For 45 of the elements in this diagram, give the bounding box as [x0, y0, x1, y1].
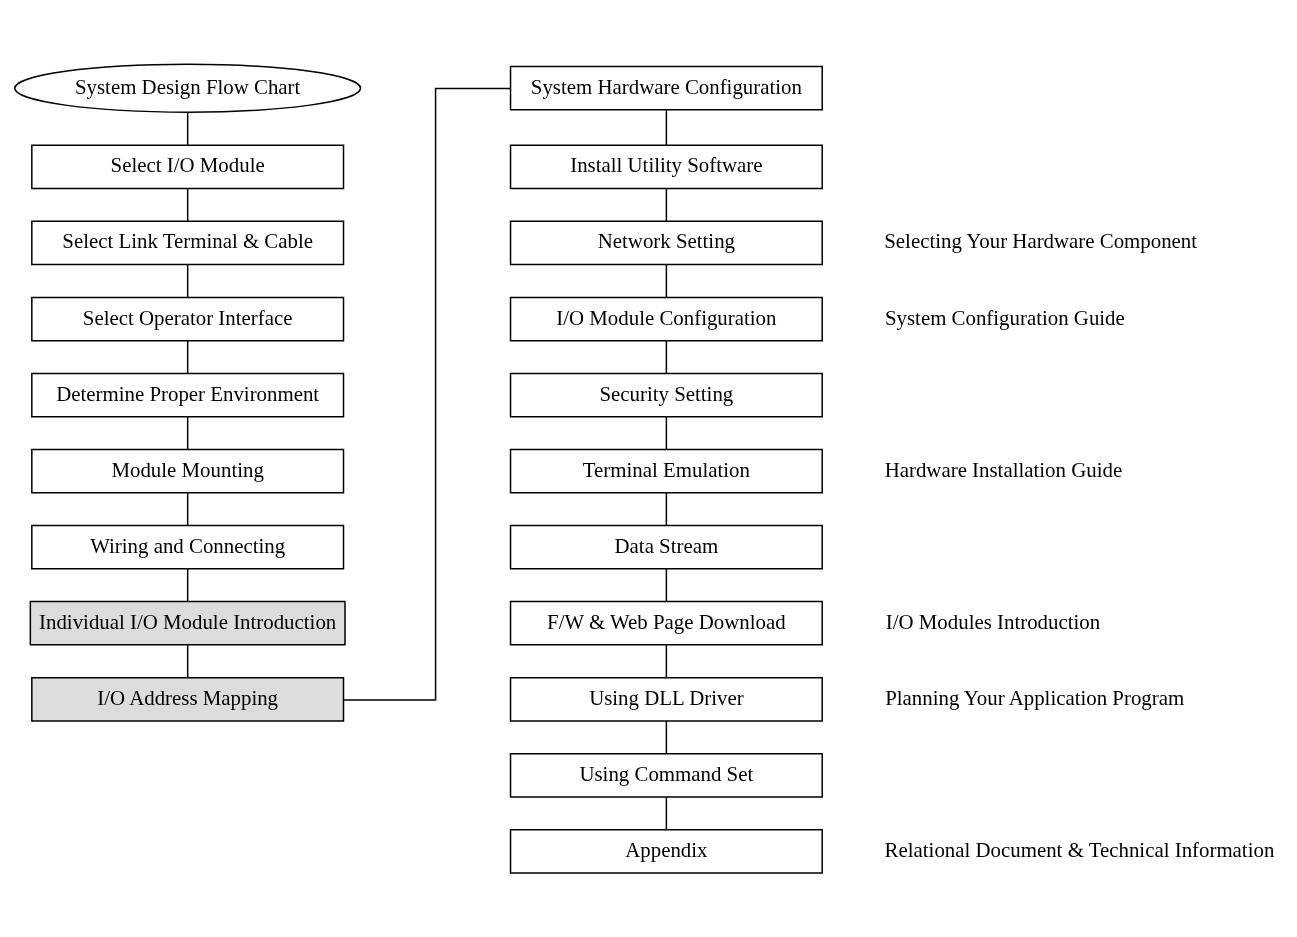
- node-box: Network Setting: [509, 220, 823, 266]
- node-box: Select I/O Module: [31, 144, 345, 190]
- node-box: Using DLL Driver: [509, 676, 823, 722]
- node-box: Module Mounting: [31, 448, 345, 494]
- label: Hardware Installation Guide: [884, 457, 1123, 482]
- connector: [665, 644, 668, 679]
- connector: [665, 264, 668, 299]
- connector: [665, 492, 668, 527]
- node-box: Individual I/O Module Introduction: [29, 600, 346, 646]
- node-box: Data Stream: [509, 524, 823, 570]
- connector: [665, 568, 668, 603]
- node-box: Install Utility Software: [509, 144, 823, 190]
- connector: [186, 264, 189, 299]
- node-box: Select Operator Interface: [31, 296, 345, 342]
- label: I/O Modules Introduction: [885, 609, 1101, 634]
- node-box: Terminal Emulation: [509, 448, 823, 494]
- connector: [665, 188, 668, 223]
- node-box: Select Link Terminal & Cable: [31, 220, 345, 266]
- connector: [186, 644, 189, 679]
- connector: [343, 87, 512, 701]
- label: Relational Document & Technical Information: [884, 837, 1275, 862]
- label: System Configuration Guide: [884, 305, 1125, 330]
- node-box: Appendix: [509, 829, 823, 874]
- node-box: Using Command Set: [509, 753, 823, 798]
- connector: [665, 340, 668, 375]
- connector: [186, 188, 189, 223]
- connector: [186, 111, 189, 146]
- connector: [665, 416, 668, 451]
- node-ellipse: System Design Flow Chart: [14, 63, 362, 113]
- connector: [186, 568, 189, 603]
- node-box: Security Setting: [509, 372, 823, 418]
- connector: [186, 340, 189, 375]
- node-box: Wiring and Connecting: [31, 524, 345, 570]
- node-box: System Hardware Configuration: [509, 65, 823, 111]
- connector: [186, 416, 189, 451]
- connector: [665, 109, 668, 146]
- label: Selecting Your Hardware Component: [884, 229, 1198, 254]
- connector: [186, 492, 189, 527]
- label: Planning Your Application Program: [885, 685, 1185, 710]
- connector: [665, 720, 668, 755]
- connector: [665, 796, 668, 831]
- node-box: I/O Module Configuration: [509, 296, 823, 342]
- node-box: I/O Address Mapping: [31, 676, 345, 722]
- node-box: Determine Proper Environment: [31, 372, 345, 418]
- node-box: F/W & Web Page Download: [509, 600, 823, 646]
